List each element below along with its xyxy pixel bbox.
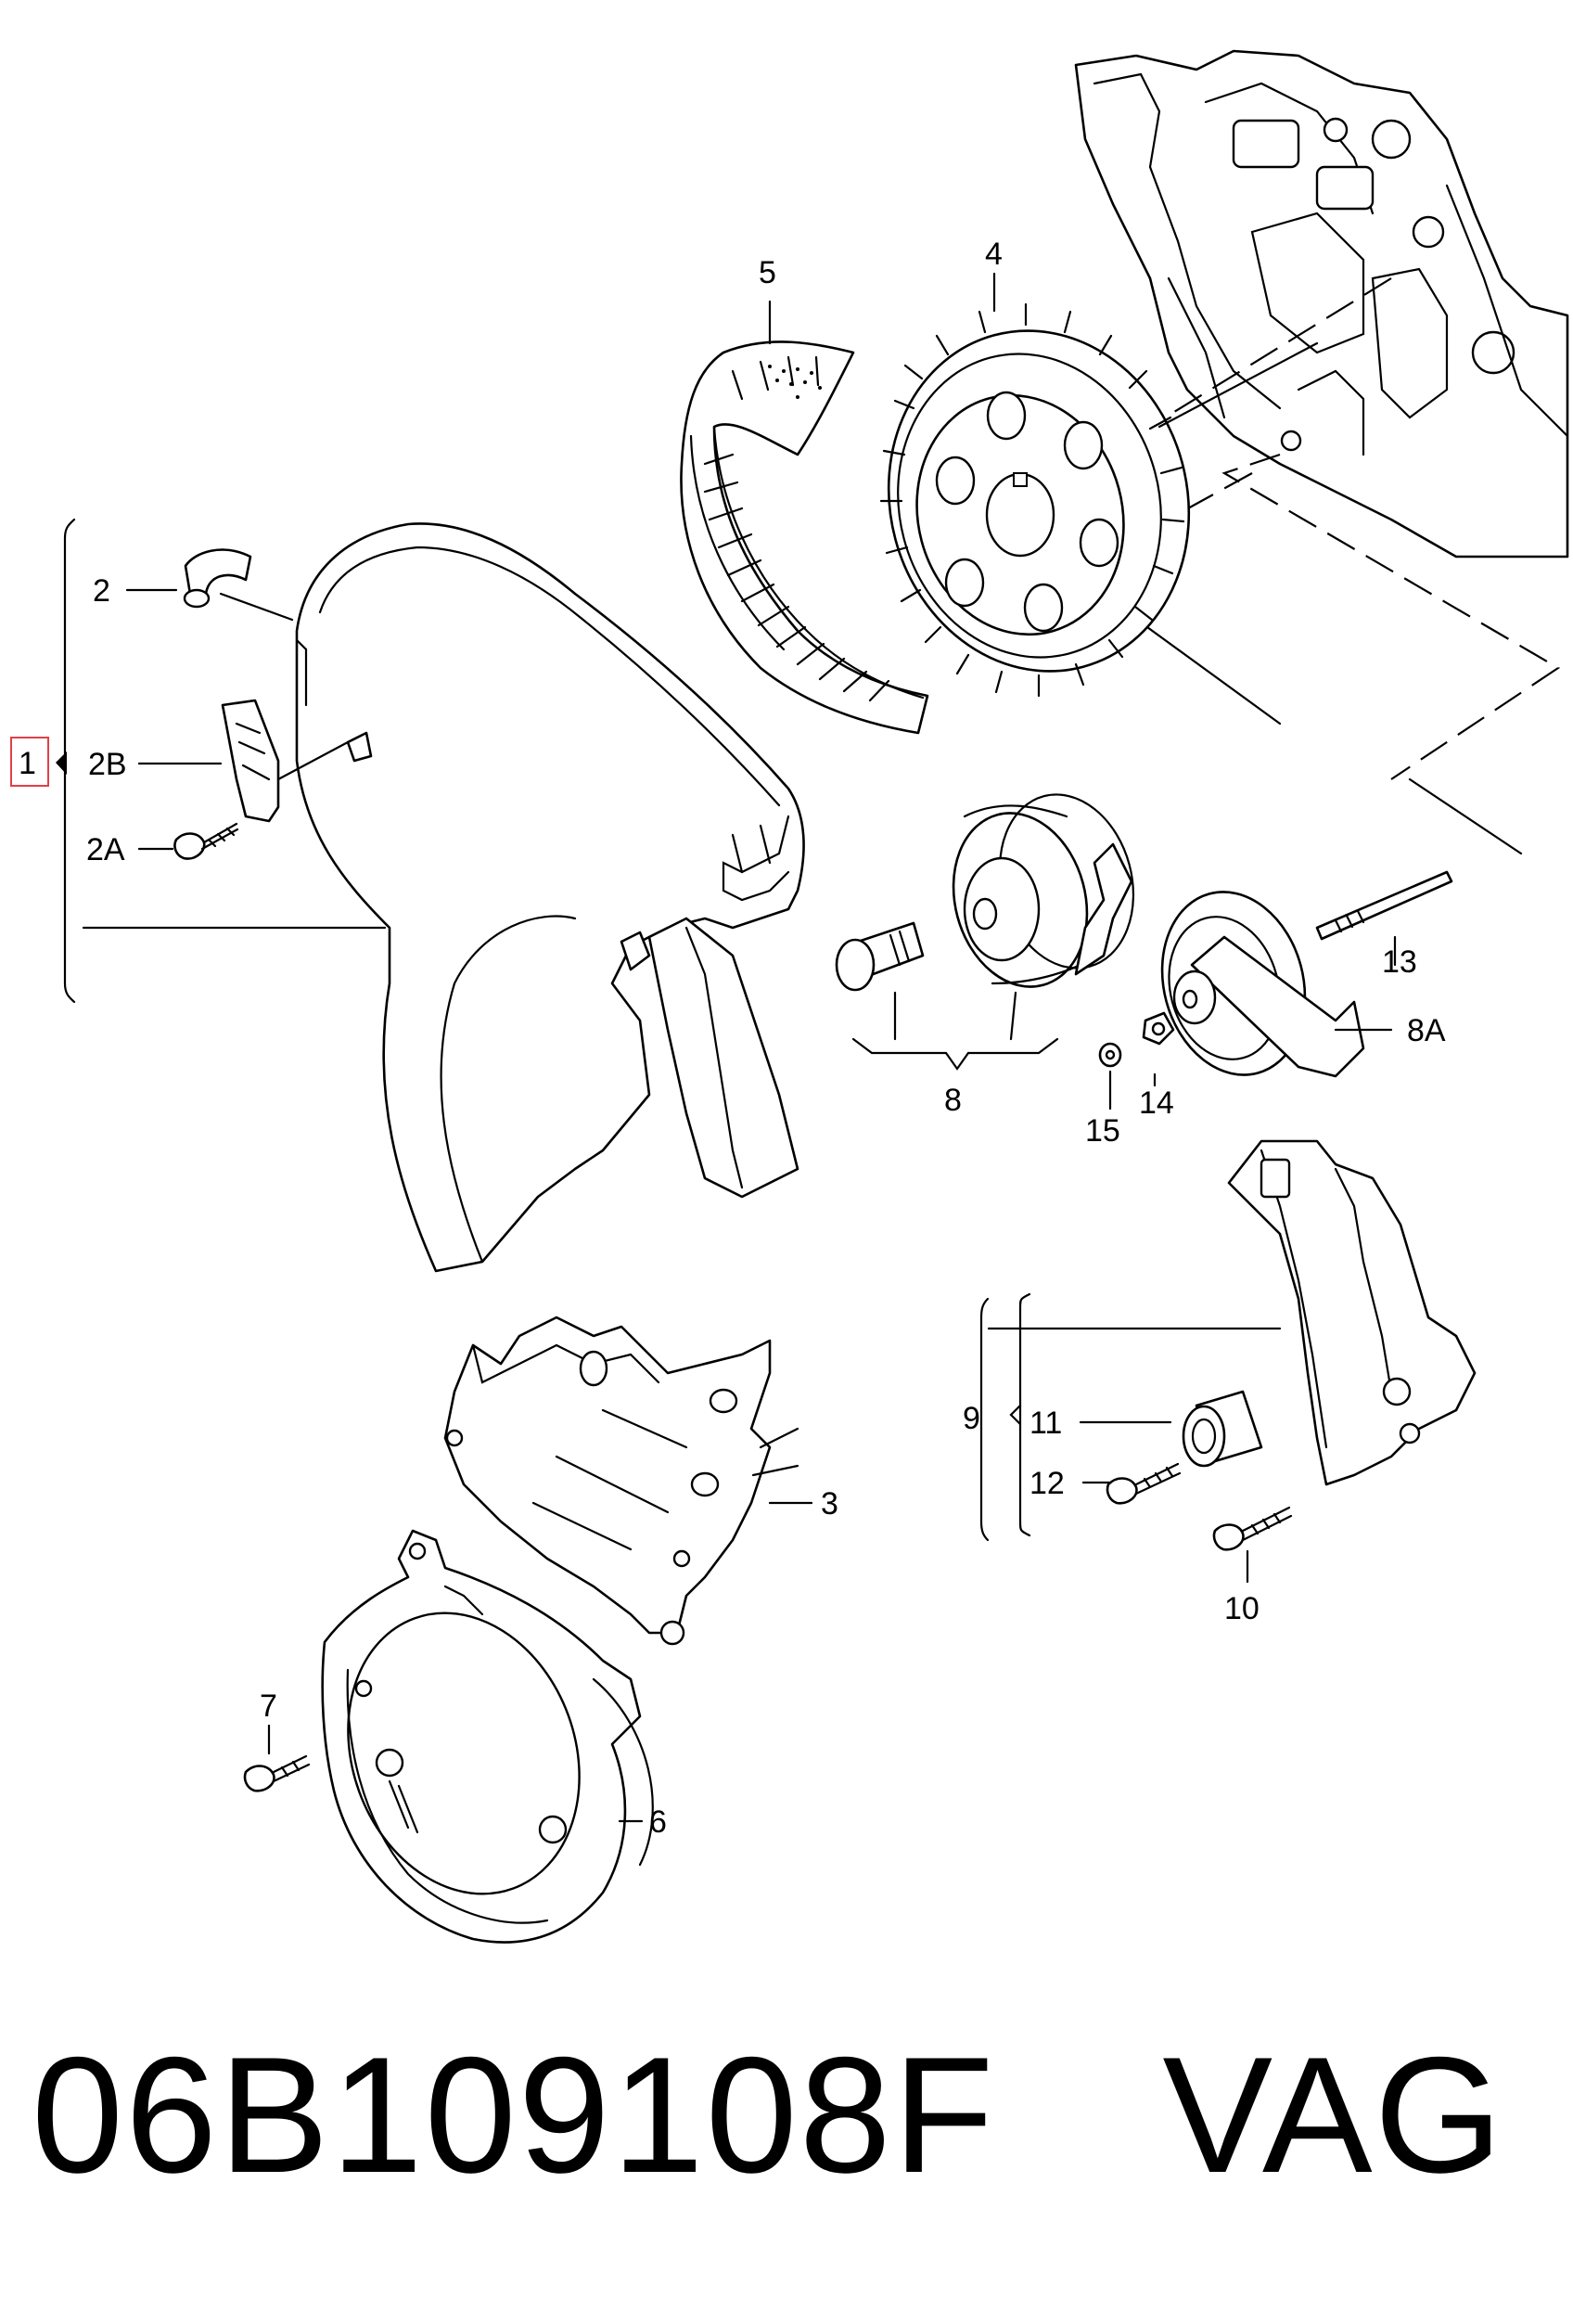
brand-name: VAG bbox=[1162, 2022, 1505, 2207]
callout-9: 9 bbox=[963, 1401, 980, 1436]
callout-5: 5 bbox=[759, 255, 776, 290]
highlighted-callout-box bbox=[10, 737, 49, 787]
callout-1: 1 bbox=[19, 746, 36, 781]
rear-cover-drawing bbox=[243, 1529, 654, 1944]
callout-7: 7 bbox=[260, 1688, 277, 1724]
callout-15: 15 bbox=[1085, 1113, 1120, 1149]
callout-3: 3 bbox=[821, 1486, 838, 1522]
lower-cover-drawing bbox=[443, 1316, 799, 1646]
sprocket-drawing bbox=[879, 302, 1319, 698]
callout-6: 6 bbox=[649, 1804, 667, 1840]
callout-labels: 1 2 2B 2A 5 4 13 8A 8 14 15 9 11 12 10 3… bbox=[10, 237, 1446, 1840]
tensioner-drawing bbox=[1098, 870, 1453, 1078]
part-number-caption: 06B109108F VAG bbox=[32, 2022, 1553, 2208]
tension-roller-drawing bbox=[835, 793, 1135, 1071]
leader-lines bbox=[56, 272, 1397, 1823]
callout-12: 12 bbox=[1029, 1466, 1065, 1501]
callout-13: 13 bbox=[1382, 944, 1417, 980]
part-number: 06B109108F bbox=[32, 2022, 996, 2207]
callout-2: 2 bbox=[93, 573, 110, 609]
callout-2A: 2A bbox=[86, 832, 125, 867]
callout-4: 4 bbox=[985, 237, 1003, 272]
bracket-drawing bbox=[1009, 1139, 1477, 1551]
timing-belt-drawing bbox=[680, 340, 929, 735]
callout-10: 10 bbox=[1224, 1591, 1260, 1626]
upper-cover-drawing bbox=[295, 522, 805, 1273]
callout-14: 14 bbox=[1139, 1085, 1174, 1121]
callout-11: 11 bbox=[1029, 1406, 1062, 1441]
callout-2B: 2B bbox=[88, 747, 127, 782]
callout-8A: 8A bbox=[1407, 1013, 1446, 1048]
engine-block-drawing bbox=[1074, 49, 1569, 559]
callout-8: 8 bbox=[944, 1083, 962, 1118]
clip-and-screw-drawing bbox=[173, 548, 350, 860]
